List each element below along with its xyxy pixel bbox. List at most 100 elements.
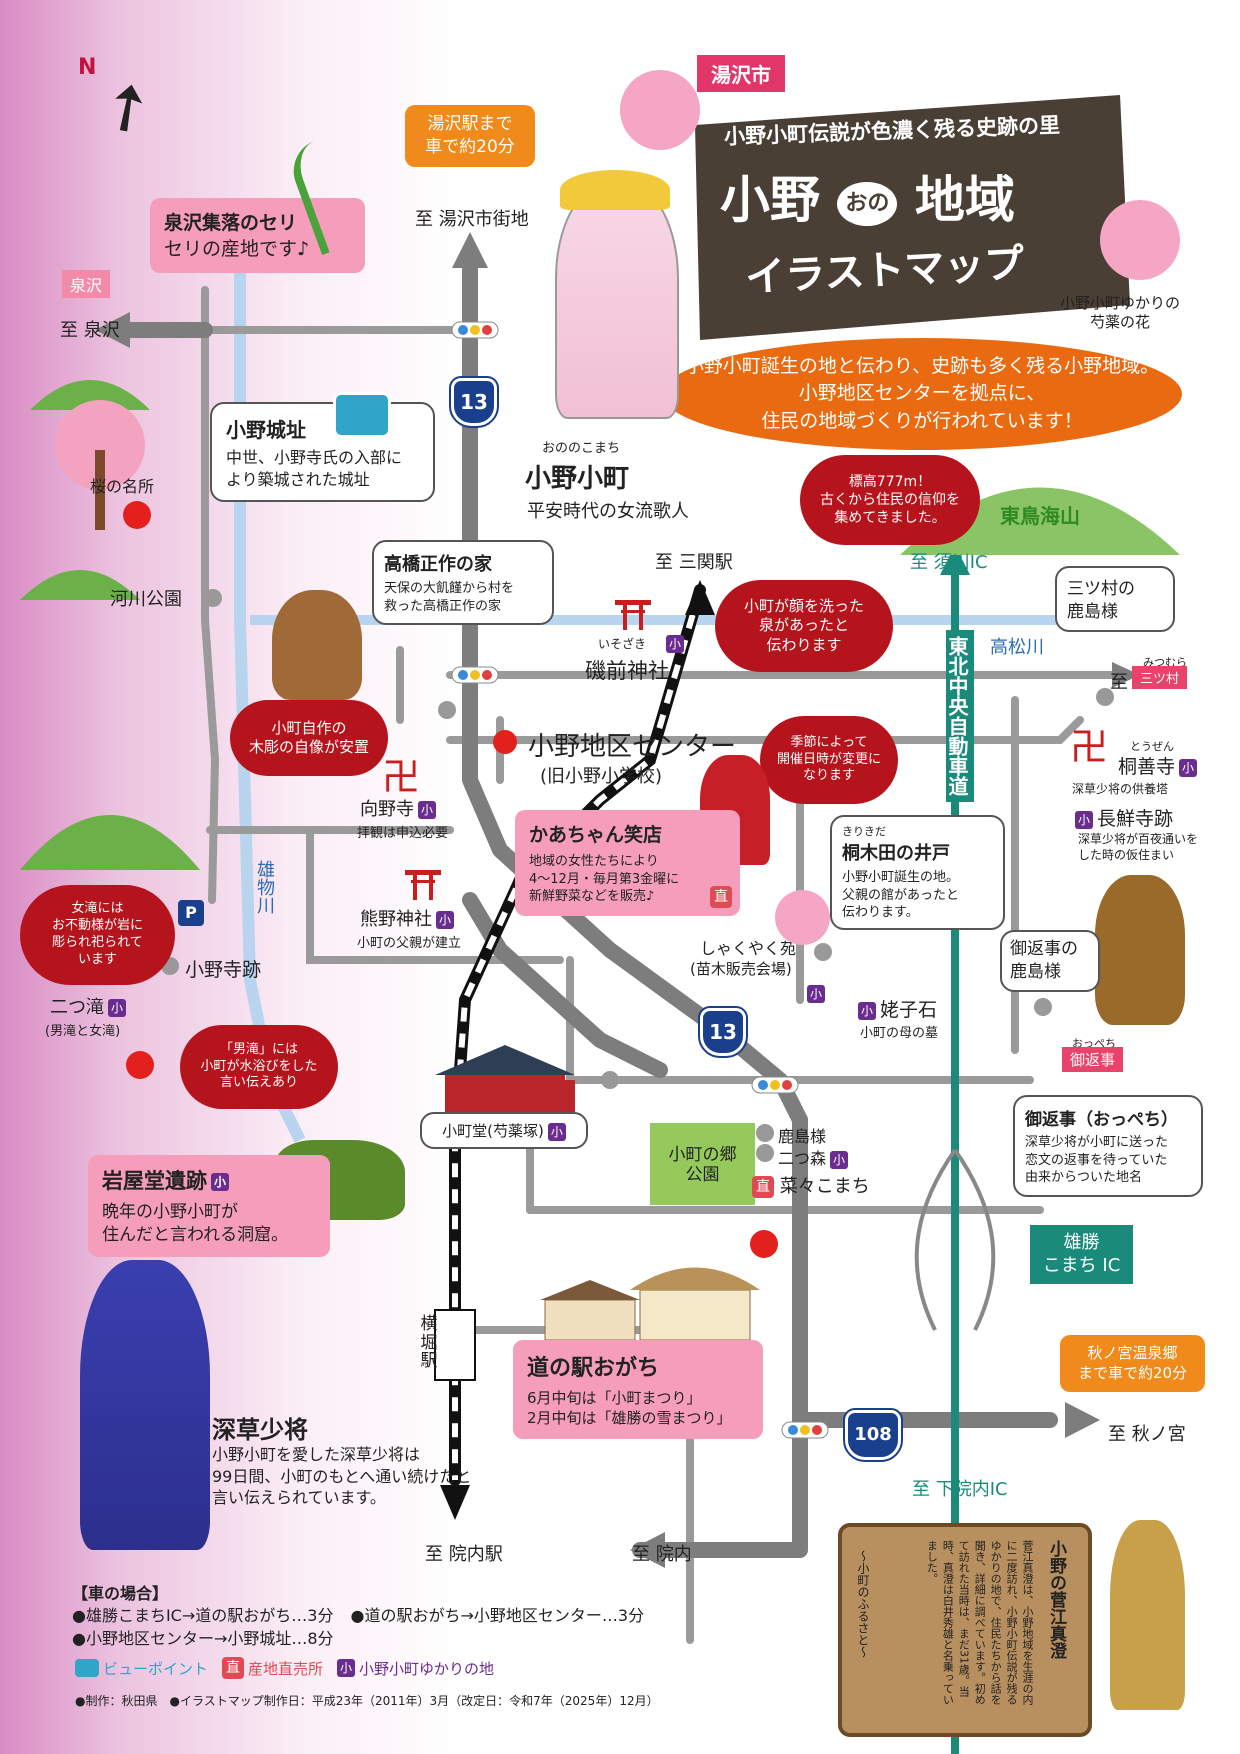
komachi-ruby: おののこまち xyxy=(542,441,621,456)
nanakomachi-text: 菜々こまち xyxy=(779,1176,870,1197)
flower-caption-2: 芍薬の花 xyxy=(1090,312,1151,331)
title-ruby: おの xyxy=(837,181,898,226)
okaeshi-callout[interactable]: 御返事（おっぺち） 深草少将が小町に送った 恋文の返事を待っていた 由来からつい… xyxy=(1013,1095,1203,1197)
ono-castle-callout[interactable]: 小野城址 中世、小野寺氏の入部に より築城された城址 xyxy=(210,402,435,503)
shakuyakuen-name: しゃくやく苑 xyxy=(700,939,797,958)
car-line1b: ●道の駅おがち→小野地区センター…3分 xyxy=(350,1606,645,1626)
seri-desc: セリの産地です♪ xyxy=(164,238,310,260)
futatsudaki-name: 二つ滝小 xyxy=(50,993,126,1019)
fukakusa-illustration xyxy=(80,1260,210,1550)
kawai-park-label: 河川公園 xyxy=(110,589,182,610)
car-line2: ●小野地区センター→小野城址…8分 xyxy=(72,1628,334,1648)
otaki-bubble: 「男滝」には 小町が水浴びをした 言い伝えあり xyxy=(180,1025,338,1109)
mountain-name: 東鳥海山 xyxy=(1000,504,1080,528)
komachi-desc: 平安時代の女流歌人 xyxy=(527,501,689,522)
fukakusa-desc3: 言い伝えられています。 xyxy=(212,1488,386,1508)
title-ono: 小野 xyxy=(720,171,820,229)
komachido-ko-badge: 小 xyxy=(547,1122,566,1141)
futatsudaki-sub: (男滝と女滝) xyxy=(45,1024,121,1039)
komachido-text: 小町堂(芍薬塚) xyxy=(442,1122,544,1140)
kumano-name-text: 熊野神社 xyxy=(360,909,432,930)
okaeshi-desc: 深草少将が小町に送った 恋文の返事を待っていた 由来からついた地名 xyxy=(1025,1135,1169,1186)
legend-choku-text: 産地直売所 xyxy=(248,1659,324,1678)
mukaino-note: 拝観は申込必要 xyxy=(357,826,449,841)
mukaino-ko-badge: 小 xyxy=(418,801,436,819)
legend: ビューポイント 直 産地直売所 小 小野小町ゆかりの地 xyxy=(75,1657,494,1679)
intro-line3: 住民の地域づくりが行われています！ xyxy=(761,409,1083,432)
parking-icon: P xyxy=(178,900,204,926)
compass-n: N xyxy=(78,55,97,80)
mountain-note: 標高777m！ 古くから住民の信仰を 集めてきました。 xyxy=(800,455,980,545)
center-dot xyxy=(493,730,517,754)
kirikida-ruby: きりきだ xyxy=(842,825,886,838)
kirikida-callout[interactable]: きりきだ 桐木田の井戸 小野小町誕生の地。 父親の館があったと 伝わります。 xyxy=(830,815,1005,930)
intro-line1: 小野小町誕生の地と伝わり、史跡も多く残る小野地域。 xyxy=(684,354,1160,377)
car-line1: ●雄勝こまちIC→道の駅おがち…3分 ●道の駅おがち→小野地区センター…3分 xyxy=(72,1605,644,1627)
route-13-shield-top: 13 xyxy=(449,376,499,428)
komachi-illustration xyxy=(555,185,679,419)
izusaki-ko-badge: 小 xyxy=(666,635,684,653)
tozenji-name-text: 桐善寺 xyxy=(1118,756,1176,778)
center-sub: (旧小野小学校) xyxy=(540,766,663,787)
car-heading: 【車の場合】 xyxy=(72,1584,169,1603)
to-innai-station: 至 院内駅 xyxy=(425,1544,503,1565)
futatsudaki-name-text: 二つ滝 xyxy=(50,997,104,1018)
mountain-left-low xyxy=(20,815,200,870)
expressway-label: 東北中央自動車道 xyxy=(945,630,974,802)
yuzawa-station-note: 湯沢駅まで 車で約20分 xyxy=(405,105,535,167)
ono-castle-title: 小野城址 xyxy=(226,418,306,442)
tozenji-ko-badge: 小 xyxy=(1179,758,1198,777)
mitsumura-kashima-callout[interactable]: 三ツ村の 鹿島様 xyxy=(1055,566,1175,632)
nanakomachi-choku-badge: 直 xyxy=(752,1176,774,1198)
michinoeki-box[interactable]: 道の駅おがち 6月中旬は「小町まつり」 2月中旬は「雄勝の雪まつり」 xyxy=(513,1340,763,1439)
sign-title: 小野の菅江真澄 xyxy=(1046,1540,1066,1659)
kaachan-desc: 地域の女性たちにより 4～12月・毎月第3金曜に 新鮮野菜などを販売♪ xyxy=(529,854,680,905)
futatsumori-ko-badge: 小 xyxy=(830,1150,849,1169)
statue-illustration xyxy=(272,590,362,700)
michinoeki-title: 道の駅おがち xyxy=(527,1356,660,1381)
mountain-left-top xyxy=(30,380,150,410)
sign-body: 菅江真澄は、小野地域を生涯の内に二度訪れ、小野小町伝説が残るゆかりの地で、住民た… xyxy=(925,1540,1034,1705)
komachido-callout[interactable]: 小町堂(芍薬塚)小 xyxy=(420,1112,588,1149)
mitsumura-tag: 三ツ村 xyxy=(1132,666,1188,689)
komachi-name: 小野小町 xyxy=(525,464,630,494)
car-line1a: ●雄勝こまちIC→道の駅おがち…3分 xyxy=(72,1606,334,1626)
takahashi-title: 高橋正作の家 xyxy=(384,554,492,575)
shakuyakuen-ko-badge: 小 xyxy=(807,985,825,1003)
to-shimoinnai-ic: 至 下院内IC xyxy=(912,1479,1008,1500)
flower-caption-1: 小野小町ゆかりの xyxy=(1060,294,1181,312)
okaeshi-tag: 御返事 xyxy=(1062,1047,1124,1072)
sign-footer: ～小町のふるさと～ xyxy=(856,1550,870,1658)
svg-text:卍: 卍 xyxy=(1070,725,1108,769)
tozenji-ruby: とうぜん xyxy=(1130,740,1174,753)
to-mitsumura: 至 xyxy=(1110,672,1128,693)
michinoeki-desc1: 6月中旬は「小町まつり」 xyxy=(527,1389,702,1407)
onodera-ato-label: 小野寺跡 xyxy=(185,959,262,981)
uba-note: 小町の母の墓 xyxy=(860,1026,939,1041)
okaeshi-kashima-callout[interactable]: 御返事の 鹿島様 xyxy=(1000,930,1100,992)
uba-name: 小姥子石 xyxy=(858,995,937,1022)
komachi-park-label: 小町の郷 公園 xyxy=(668,1145,737,1186)
mukaino-name-text: 向野寺 xyxy=(360,799,414,820)
shakuyaku-flower xyxy=(775,890,830,945)
iwayado-desc: 晩年の小野小町が 住んだと言われる洞窟。 xyxy=(102,1202,289,1245)
legend-ko-icon: 小 xyxy=(337,1659,356,1677)
mukaino-name: 向野寺小 xyxy=(360,795,436,821)
fukakusa-name: 深草少将 xyxy=(212,1416,308,1444)
ofudo-bubble: 女滝には お不動様が岩に 彫られ祀られて います xyxy=(20,885,175,985)
okaeshi-tag-ruby: おっぺち xyxy=(1072,1037,1116,1050)
chosenji-ko-badge: 小 xyxy=(1075,810,1093,829)
iwayado-box[interactable]: 岩屋堂遺跡小 晩年の小野小町が 住んだと言われる洞窟。 xyxy=(88,1155,330,1257)
city-tag: 湯沢市 xyxy=(697,55,785,92)
takahashi-callout[interactable]: 高橋正作の家 天保の大飢饉から村を 救った高橋正作の家 xyxy=(372,540,554,626)
uba-name-text: 姥子石 xyxy=(880,999,938,1021)
title-chiiki: 地域 xyxy=(914,171,1015,229)
peony-flower xyxy=(1100,200,1180,280)
kumano-name: 熊野神社小 xyxy=(360,905,454,931)
legend-choku-icon: 直 xyxy=(222,1657,245,1679)
kaachan-box[interactable]: かあちゃん笑店 地域の女性たちにより 4～12月・毎月第3金曜に 新鮮野菜などを… xyxy=(515,810,740,916)
takahashi-desc: 天保の大飢饉から村を 救った高橋正作の家 xyxy=(384,581,515,614)
izusaki-bubble: 小町が顔を洗った 泉があったと 伝わります xyxy=(715,580,893,672)
iwayado-ko-badge: 小 xyxy=(211,1173,229,1191)
to-yuzawa-city: 至 湯沢市街地 xyxy=(415,209,529,230)
